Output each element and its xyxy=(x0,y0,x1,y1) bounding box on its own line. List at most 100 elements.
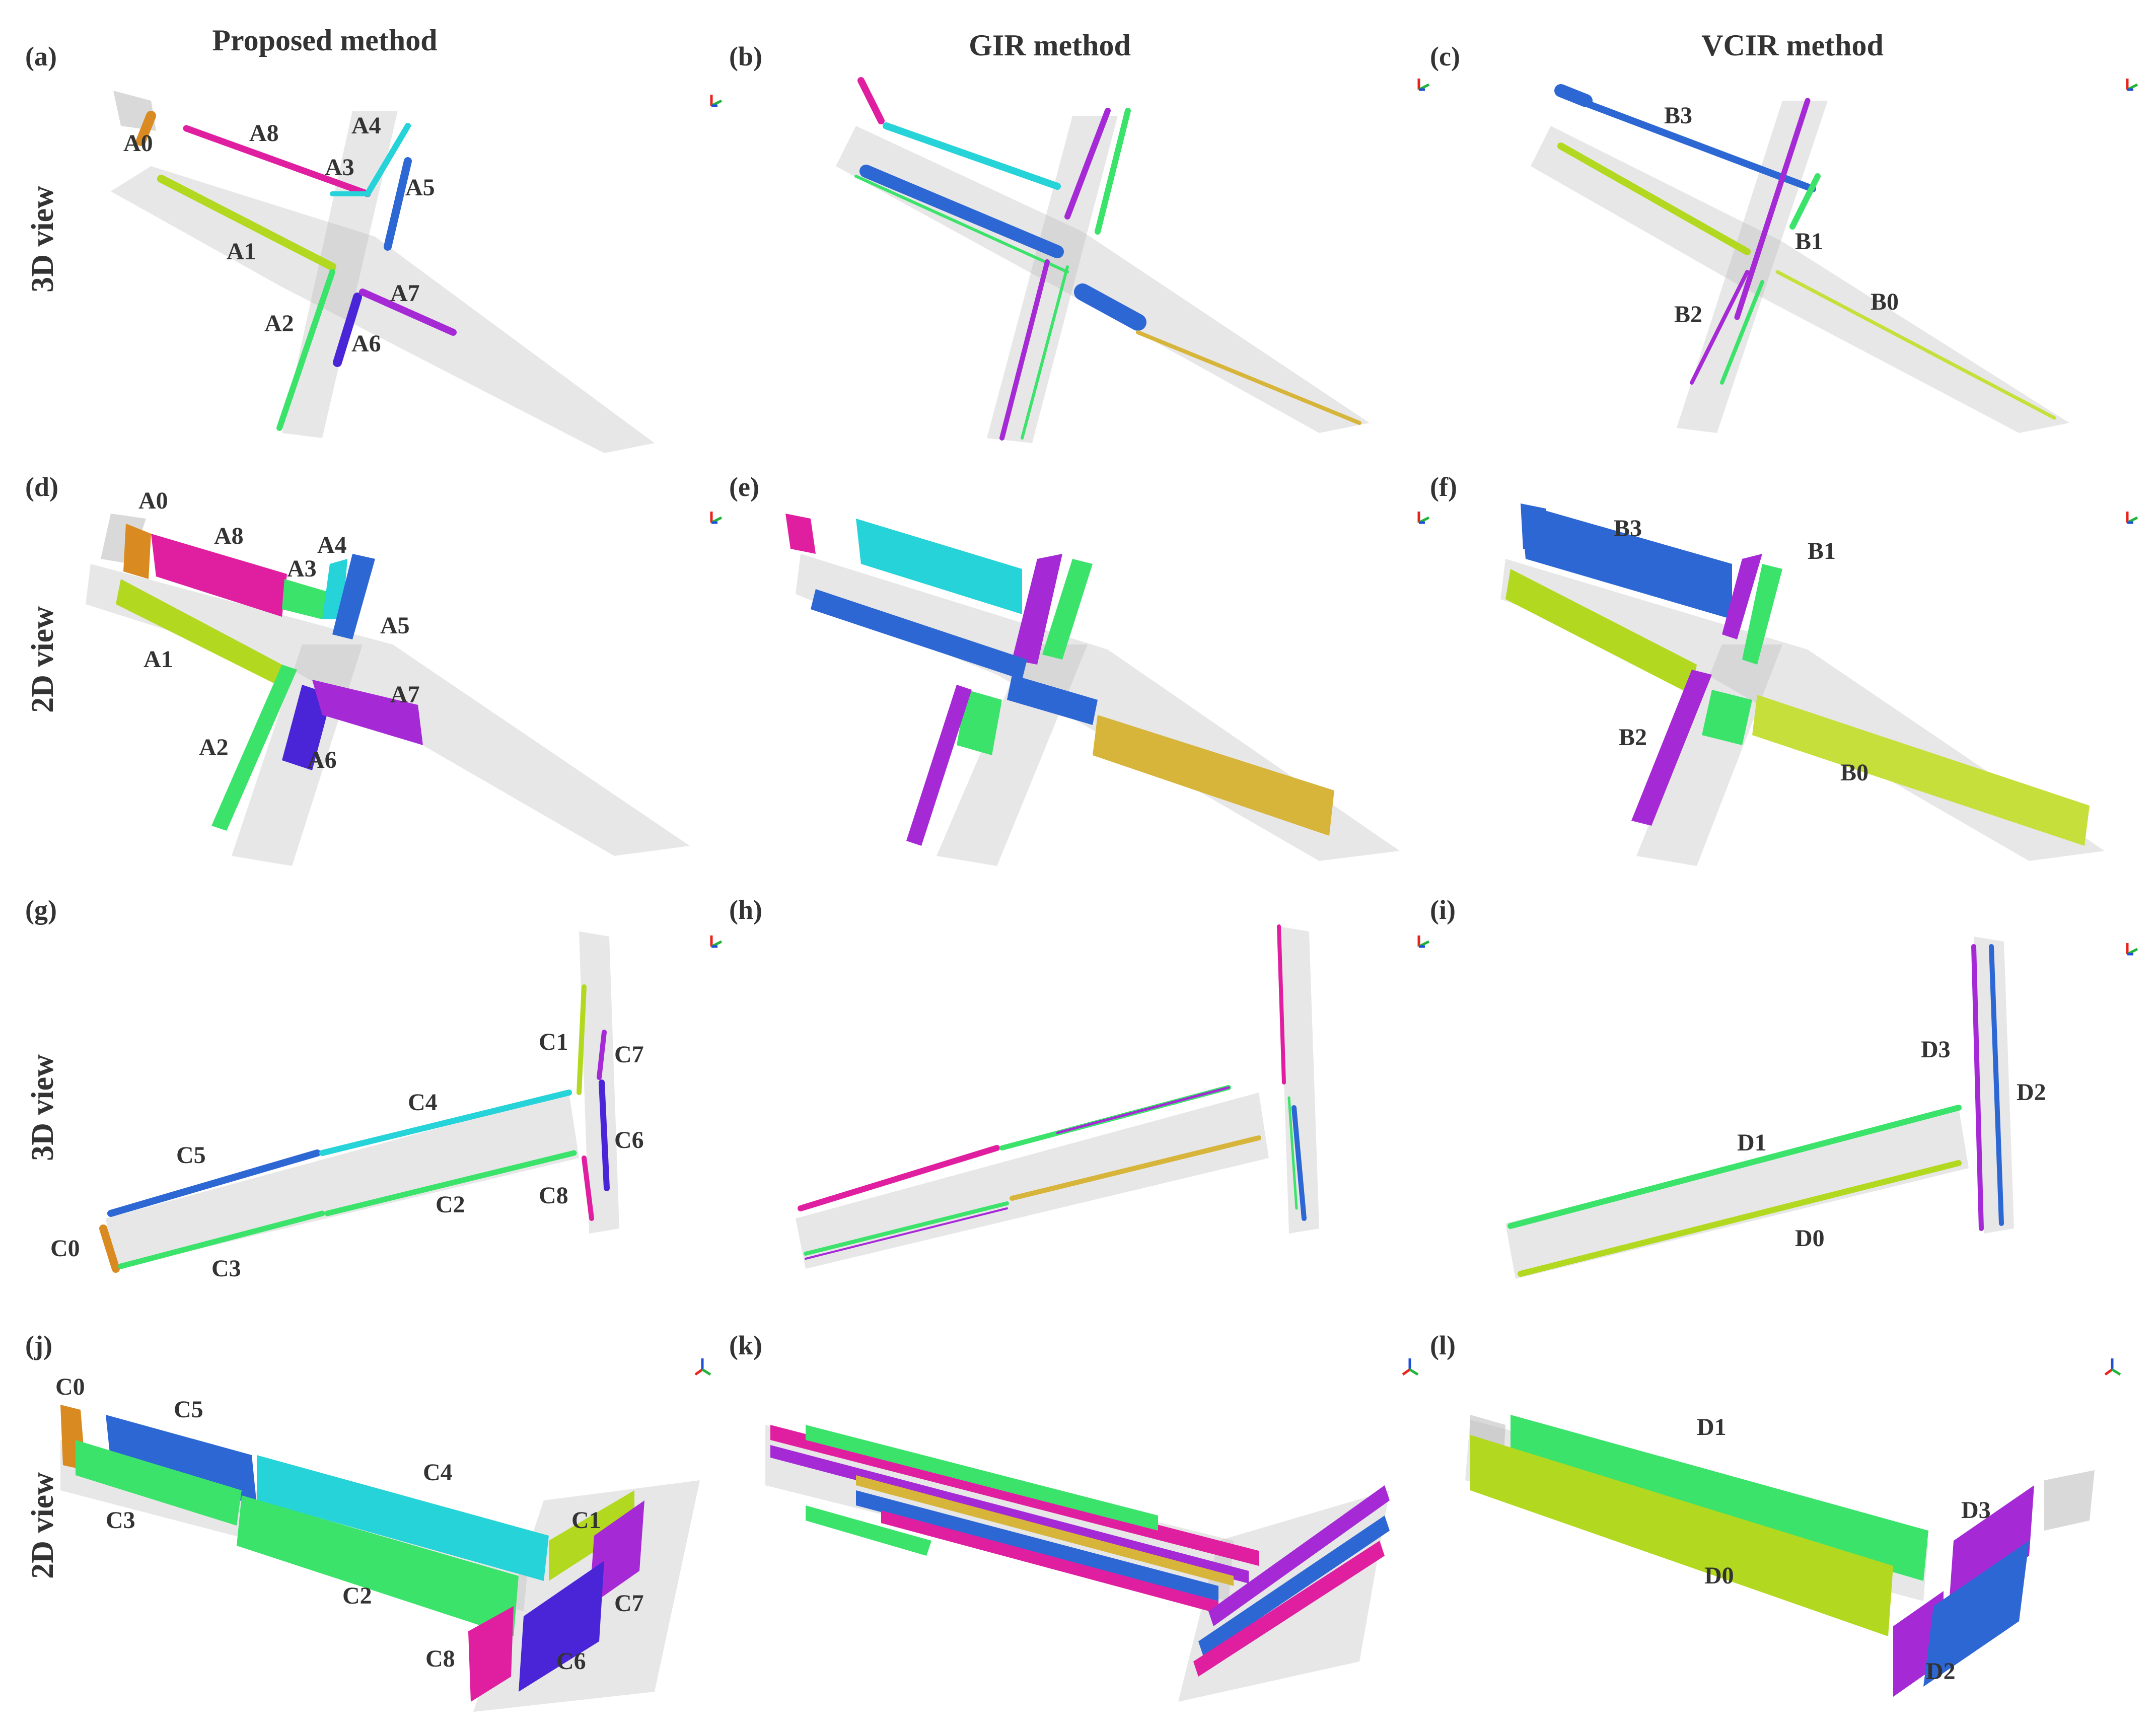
segment-label-A4: A4 xyxy=(317,532,347,558)
segment xyxy=(1208,1485,1390,1626)
segment-D3 xyxy=(1949,1485,2034,1611)
segment xyxy=(1277,924,1286,1085)
column-title-proposed: Proposed method xyxy=(212,24,437,57)
point-cloud-panel-f xyxy=(1500,503,2105,866)
segment-label-D1: D1 xyxy=(1697,1414,1727,1440)
segment-A7 xyxy=(359,288,457,336)
segment-label-C6: C6 xyxy=(556,1648,586,1675)
segment-label-A8: A8 xyxy=(249,120,279,147)
segment-D2 xyxy=(1989,944,2004,1226)
segment-A5 xyxy=(332,554,375,639)
segment xyxy=(1093,715,1334,836)
segment-D1 xyxy=(1511,1415,1928,1581)
segment xyxy=(1193,1541,1385,1677)
segment-B1 xyxy=(1722,554,1762,639)
axis-gizmo-icon xyxy=(694,79,2138,1376)
segment-A2 xyxy=(211,665,297,831)
segment-label-B3: B3 xyxy=(1664,102,1692,129)
segment-A5 xyxy=(384,157,412,251)
segment-label-B0: B0 xyxy=(1840,759,1868,786)
segment xyxy=(854,175,1069,273)
point-cloud-panel-e xyxy=(785,514,1400,866)
point-cloud-ground xyxy=(1279,926,1319,1234)
segment xyxy=(1287,1096,1298,1210)
row-label-4: 2D view xyxy=(26,1472,60,1579)
segment-D3 xyxy=(1971,944,1984,1231)
segment-label-A5: A5 xyxy=(405,174,435,201)
segment-label-A0: A0 xyxy=(123,130,153,157)
segment-A0 xyxy=(136,111,156,146)
segment-C1 xyxy=(577,984,587,1095)
segment-C5 xyxy=(107,1149,321,1217)
segment xyxy=(1095,108,1131,235)
segment-D0 xyxy=(1470,1435,1893,1636)
segment-C8 xyxy=(468,1606,514,1702)
segment-C2 xyxy=(237,1495,519,1636)
segment-label-C3: C3 xyxy=(211,1255,241,1282)
segment-label-D2: D2 xyxy=(2017,1079,2046,1106)
segment-label-B1: B1 xyxy=(1808,538,1836,564)
segment-B2 xyxy=(1702,690,1752,745)
segment-label-C6: C6 xyxy=(614,1127,644,1153)
point-cloud-panel-b xyxy=(836,77,1370,443)
segment xyxy=(1021,265,1069,440)
segment xyxy=(1136,330,1361,425)
panel-label-i: (i) xyxy=(1430,895,1456,925)
segment-A3 xyxy=(282,579,327,619)
segment-C4 xyxy=(319,1090,572,1156)
point-cloud-panel-a xyxy=(111,91,655,453)
point-cloud-ground xyxy=(796,1093,1269,1269)
segment xyxy=(1010,1135,1261,1201)
segment-A1 xyxy=(157,175,336,271)
segment-B1 xyxy=(1789,173,1821,230)
segment xyxy=(999,259,1050,441)
segment-B3 xyxy=(1521,503,1732,619)
segment-C1 xyxy=(549,1490,634,1581)
segment xyxy=(856,519,1022,614)
segment-A4 xyxy=(365,123,411,197)
segment xyxy=(1007,675,1098,725)
segment-label-B0: B0 xyxy=(1871,288,1899,315)
segment-label-C7: C7 xyxy=(614,1590,644,1617)
segment xyxy=(859,165,1064,258)
segment-label-C1: C1 xyxy=(571,1507,601,1534)
panel-label-c: (c) xyxy=(1430,41,1460,71)
point-cloud-ground xyxy=(2044,1470,2095,1531)
segment xyxy=(806,1505,931,1556)
segment-B3 xyxy=(1562,92,1816,192)
segment-B0 xyxy=(1557,142,1751,255)
segment xyxy=(856,1490,1218,1601)
point-cloud-panel-k xyxy=(765,1425,1390,1702)
segment-C0 xyxy=(99,1224,120,1273)
segment xyxy=(906,685,972,846)
segment-label-C3: C3 xyxy=(106,1507,135,1534)
segment-C2 xyxy=(324,1150,577,1216)
segment xyxy=(883,122,1061,190)
segment-B0 xyxy=(1775,270,2056,420)
point-cloud-panel-j xyxy=(60,1405,700,1712)
segment xyxy=(1198,1515,1390,1656)
segment-label-A3: A3 xyxy=(325,154,354,181)
segment xyxy=(1056,1086,1230,1134)
segment xyxy=(1291,1105,1307,1221)
segment-label-C0: C0 xyxy=(50,1235,80,1262)
panel-label-b: (b) xyxy=(729,41,762,71)
segment-label-A4: A4 xyxy=(351,112,381,139)
segment-A2 xyxy=(276,269,335,431)
segment-C5 xyxy=(106,1415,257,1505)
segment-label-C2: C2 xyxy=(342,1582,372,1609)
segment-label-C5: C5 xyxy=(174,1396,203,1423)
segment xyxy=(1012,554,1062,665)
segment-B1 xyxy=(1742,564,1782,665)
segment-label-A8: A8 xyxy=(214,523,244,549)
segment-A8 xyxy=(183,125,371,197)
segment-label-D3: D3 xyxy=(1921,1036,1951,1063)
point-cloud-ground xyxy=(1505,1108,1969,1279)
segment xyxy=(1042,559,1093,660)
segment xyxy=(1064,108,1111,220)
segment-label-A2: A2 xyxy=(199,734,229,761)
segment-B3 xyxy=(1554,84,1593,107)
segment-label-B3: B3 xyxy=(1614,515,1642,542)
segment-label-D3: D3 xyxy=(1961,1497,1991,1524)
panel-label-j: (j) xyxy=(25,1330,52,1360)
